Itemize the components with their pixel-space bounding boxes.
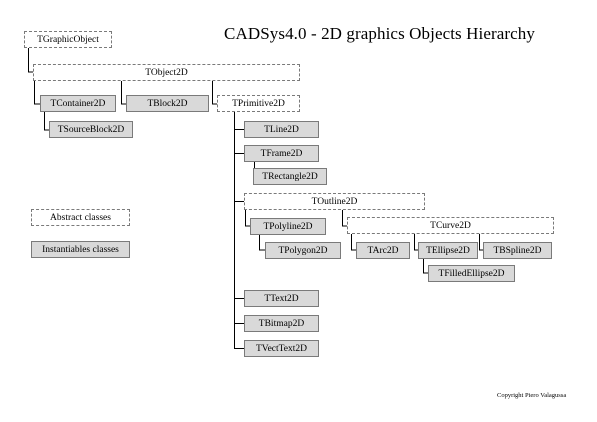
node-toutline2d: TOutline2D <box>244 193 425 210</box>
connector-tellipse2d-tfilledellipse2d <box>423 259 428 274</box>
connector-tcurve2d-tarc2d <box>351 234 356 251</box>
node-tvecttext2d: TVectText2D <box>244 340 319 357</box>
node-tcurve2d: TCurve2D <box>347 217 554 234</box>
node-tarc2d: TArc2D <box>356 242 410 259</box>
connector-tcurve2d-tellipse2d <box>414 234 418 251</box>
node-tpolygon2d: TPolygon2D <box>265 242 341 259</box>
connector-toutline2d-tpolyline2d <box>245 209 250 227</box>
legend-abstract: Abstract classes <box>31 209 130 226</box>
node-ttext2d: TText2D <box>244 290 319 307</box>
connector-tgraphicobject-tobject2d <box>28 48 33 73</box>
node-tbitmap2d: TBitmap2D <box>244 315 319 332</box>
connector-tobject2d-tcontainer2d <box>34 80 40 105</box>
node-tframe2d: TFrame2D <box>244 145 319 162</box>
connector-tpolyline2d-tpolygon2d <box>259 235 265 251</box>
connector-tcurve2d-tbspline2d <box>479 234 483 251</box>
connector-tobject2d-tprimitive2d <box>212 80 217 105</box>
node-tellipse2d: TEllipse2D <box>418 242 478 259</box>
diagram-title: CADSys4.0 - 2D graphics Objects Hierarch… <box>224 24 535 43</box>
connector-toutline2d-tcurve2d <box>342 209 347 227</box>
node-tblock2d: TBlock2D <box>126 95 209 112</box>
node-tpolyline2d: TPolyline2D <box>250 218 326 235</box>
node-tfilledellipse2d: TFilledEllipse2D <box>428 265 515 282</box>
node-tgraphicobject: TGraphicObject <box>24 31 112 48</box>
node-tline2d: TLine2D <box>244 121 319 138</box>
legend-instantiable: Instantiables classes <box>31 241 130 258</box>
node-tbspline2d: TBSpline2D <box>483 242 552 259</box>
node-tobject2d: TObject2D <box>33 64 300 81</box>
node-trectangle2d: TRectangle2D <box>253 168 327 185</box>
connector-tcontainer2d-tsourceblock2d <box>44 112 49 131</box>
node-tcontainer2d: TContainer2D <box>40 95 116 112</box>
copyright-note: Copyright Piero Valagussa <box>497 392 567 399</box>
node-tprimitive2d: TPrimitive2D <box>217 95 300 112</box>
node-tsourceblock2d: TSourceBlock2D <box>49 121 133 138</box>
connector-tobject2d-tblock2d <box>121 80 126 105</box>
